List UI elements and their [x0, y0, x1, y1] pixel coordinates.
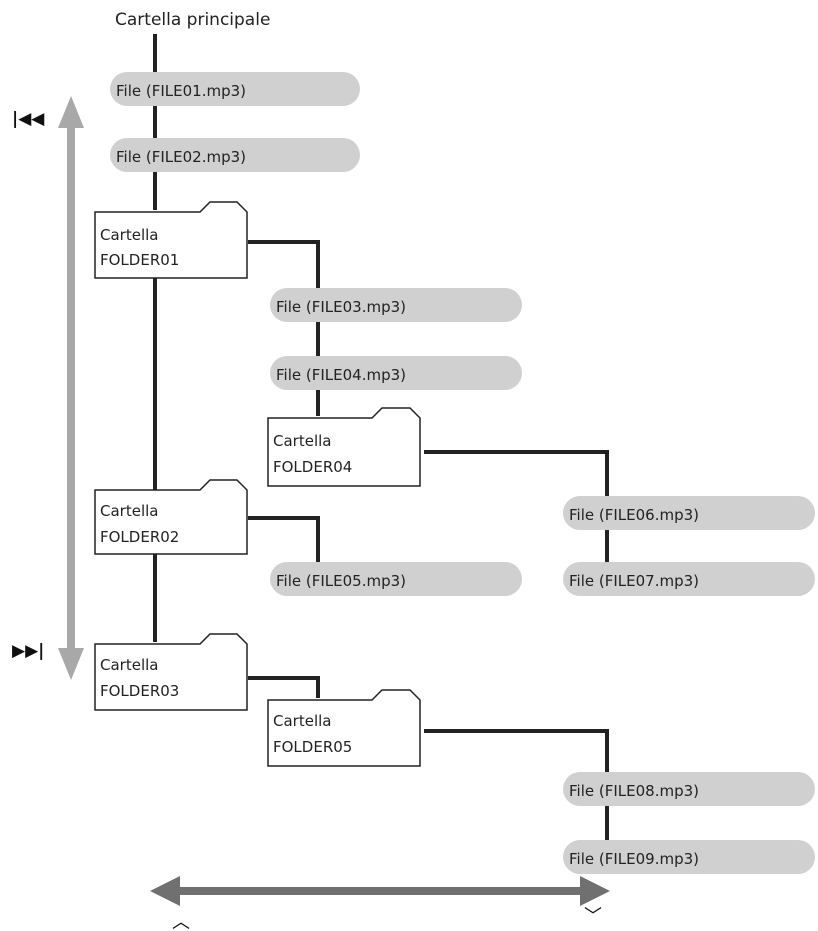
- file-pill[interactable]: File (FILE07.mp3): [563, 562, 815, 596]
- file-pill[interactable]: File (FILE06.mp3): [563, 496, 815, 530]
- file-label: File (FILE04.mp3): [276, 366, 406, 384]
- vertical-double-arrow: [58, 96, 84, 680]
- file-label: File (FILE07.mp3): [569, 572, 699, 590]
- file-label: File (FILE06.mp3): [569, 506, 699, 524]
- folder02-branch-line: [248, 516, 320, 562]
- folder-name-label: FOLDER02: [100, 528, 179, 546]
- root-folder-label: Cartella principale: [115, 10, 270, 30]
- folder-name-label: FOLDER03: [100, 682, 179, 700]
- folder-box[interactable]: Cartella FOLDER04: [267, 407, 421, 487]
- folder-box[interactable]: Cartella FOLDER05: [267, 689, 421, 767]
- file-label: File (FILE09.mp3): [569, 850, 699, 868]
- file-pill[interactable]: File (FILE01.mp3): [110, 72, 360, 106]
- file-pill[interactable]: File (FILE05.mp3): [270, 562, 522, 596]
- chevron-down-icon: ﹀: [584, 906, 602, 927]
- folder-name-label: FOLDER05: [273, 738, 352, 756]
- folder03-branch-line: [248, 676, 320, 698]
- folder05-branch-line: [424, 729, 609, 846]
- file-pill[interactable]: File (FILE08.mp3): [563, 772, 815, 806]
- file-label: File (FILE01.mp3): [116, 82, 246, 100]
- folder-box[interactable]: Cartella FOLDER01: [94, 201, 248, 279]
- horizontal-double-arrow: [150, 876, 610, 906]
- folder-word-label: Cartella: [273, 712, 331, 730]
- folder-word-label: Cartella: [100, 226, 158, 244]
- file-label: File (FILE03.mp3): [276, 298, 406, 316]
- folder-name-label: FOLDER04: [273, 458, 352, 476]
- folder-word-label: Cartella: [100, 656, 158, 674]
- file-pill[interactable]: File (FILE02.mp3): [110, 138, 360, 172]
- file-pill[interactable]: File (FILE04.mp3): [270, 356, 522, 390]
- chevron-up-icon: ︿: [172, 912, 190, 931]
- folder-box[interactable]: Cartella FOLDER02: [94, 479, 248, 555]
- folder-name-label: FOLDER01: [100, 251, 179, 269]
- file-label: File (FILE05.mp3): [276, 572, 406, 590]
- file-label: File (FILE08.mp3): [569, 782, 699, 800]
- folder-word-label: Cartella: [100, 502, 158, 520]
- folder-word-label: Cartella: [273, 432, 331, 450]
- file-pill[interactable]: File (FILE09.mp3): [563, 840, 815, 874]
- next-track-icon: ▶▶|: [12, 641, 44, 661]
- folder-box[interactable]: Cartella FOLDER03: [94, 633, 248, 711]
- file-label: File (FILE02.mp3): [116, 148, 246, 166]
- previous-track-icon: |◀◀: [12, 109, 45, 129]
- file-pill[interactable]: File (FILE03.mp3): [270, 288, 522, 322]
